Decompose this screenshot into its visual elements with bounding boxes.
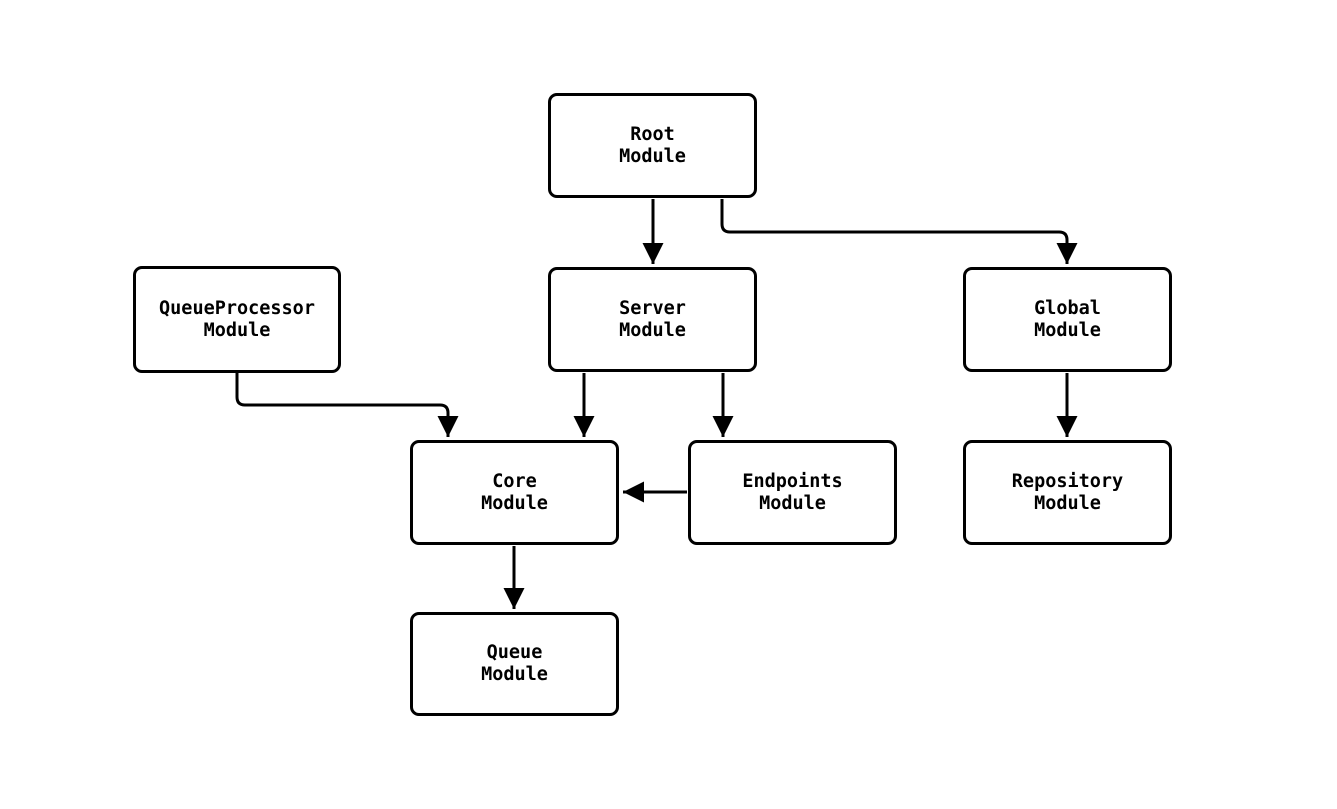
node-global-module-label: Global Module [1034,297,1101,341]
node-global-module: Global Module [963,267,1172,372]
node-root-module-label: Root Module [619,123,686,167]
node-server-module: Server Module [548,267,757,372]
edge-queueprocessor-to-core [235,373,459,437]
node-queueprocessor-module-label: QueueProcessor Module [159,297,315,341]
node-core-module: Core Module [410,440,619,545]
node-endpoints-module: Endpoints Module [688,440,897,545]
node-queue-module-label: Queue Module [481,642,548,685]
node-server-module-label: Server Module [619,297,686,341]
node-queue-module: Queue Module [410,612,619,716]
node-root-module: Root Module [548,93,757,198]
edge-root-to-global [720,199,1078,264]
node-core-module-label: Core Module [481,470,548,514]
node-endpoints-module-label: Endpoints Module [742,470,843,514]
node-queueprocessor-module: QueueProcessor Module [133,266,341,373]
node-repository-module-label: Repository Module [1011,470,1124,514]
node-repository-module: Repository Module [963,440,1172,545]
